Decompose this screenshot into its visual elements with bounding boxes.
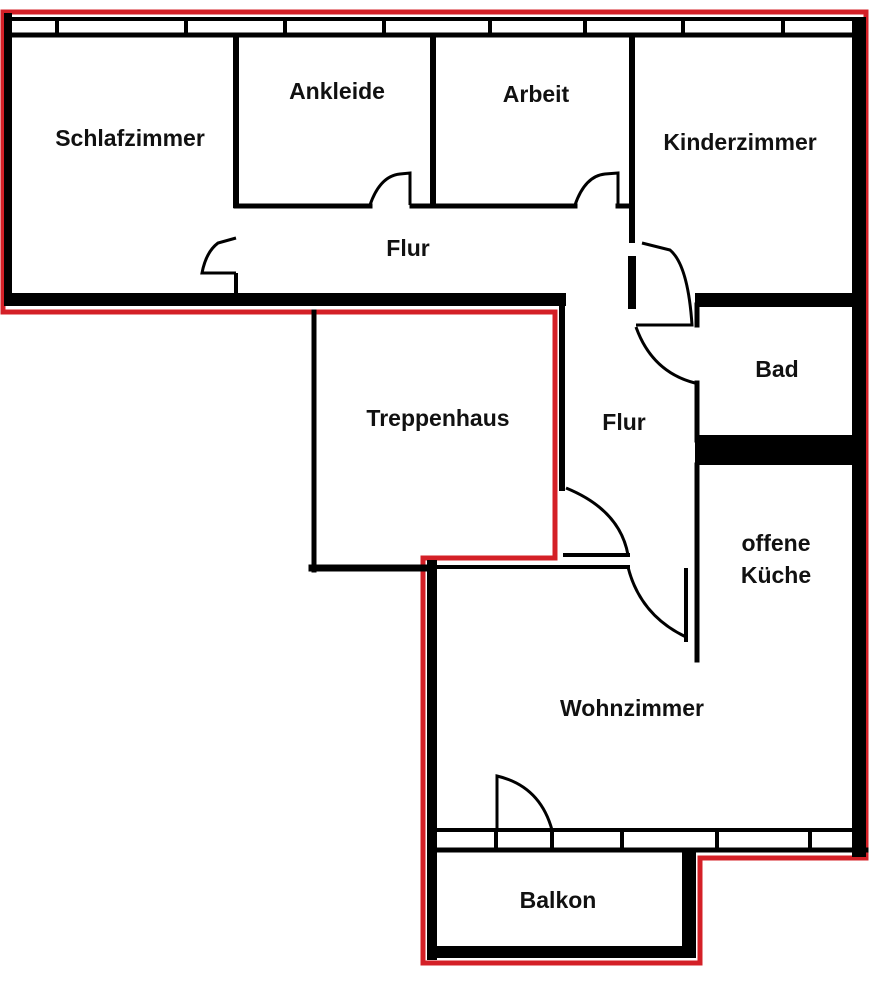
label-ankleide: Ankleide bbox=[289, 78, 385, 104]
label-kueche-line1: offene bbox=[742, 530, 811, 556]
label-kueche-line2: Küche bbox=[741, 562, 811, 588]
label-schlafzimmer: Schlafzimmer bbox=[55, 125, 205, 151]
doors bbox=[200, 171, 696, 831]
label-wohnzimmer: Wohnzimmer bbox=[560, 695, 704, 721]
label-bad: Bad bbox=[755, 356, 798, 382]
label-arbeit: Arbeit bbox=[503, 81, 570, 107]
label-balkon: Balkon bbox=[520, 887, 597, 913]
label-treppenhaus: Treppenhaus bbox=[366, 405, 509, 431]
label-flur-oben: Flur bbox=[386, 235, 429, 261]
label-flur-mitte: Flur bbox=[602, 409, 645, 435]
walls bbox=[4, 13, 869, 960]
room-labels: Schlafzimmer Ankleide Arbeit Kinderzimme… bbox=[55, 78, 817, 913]
label-kinderzimmer: Kinderzimmer bbox=[663, 129, 816, 155]
